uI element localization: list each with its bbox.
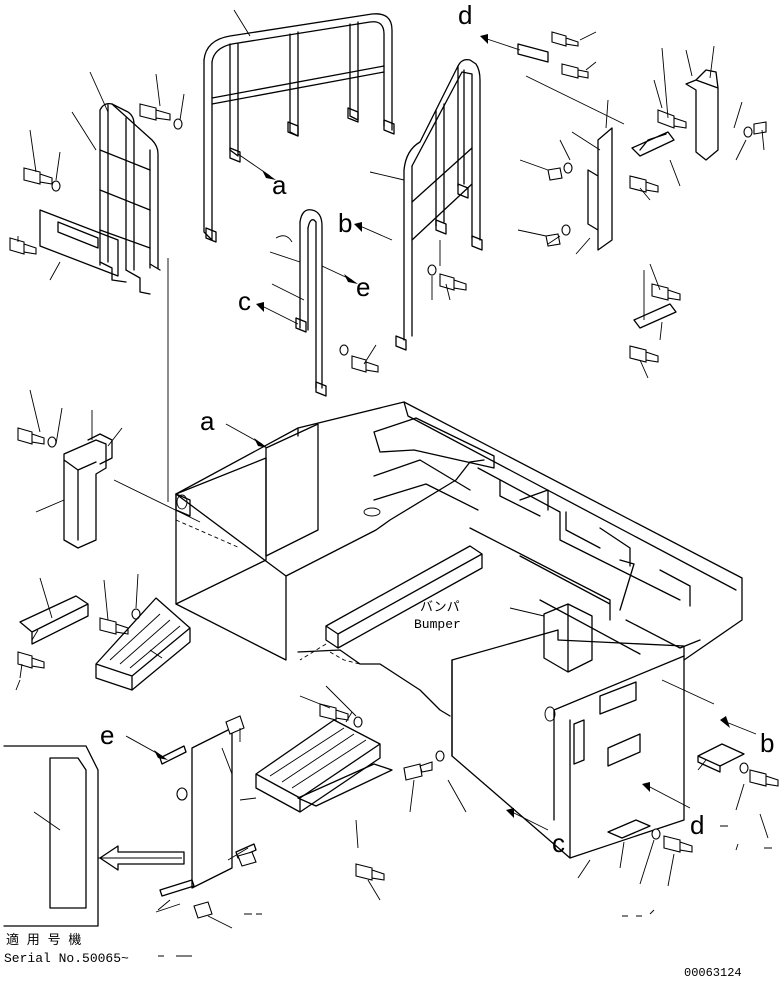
callout-d-bottom: d [690, 810, 704, 840]
arrow-a-top [262, 170, 276, 180]
callout-b-right: b [760, 728, 774, 758]
arrow-b-right [720, 716, 730, 728]
callout-d-top: d [458, 0, 472, 30]
arrow-e-left [154, 750, 168, 760]
callout-a-top: a [272, 170, 287, 200]
center-guard-rail [203, 13, 395, 243]
arrow-d-top [480, 34, 488, 44]
left-rail-cover-plate [39, 209, 119, 277]
right-battery-box [451, 629, 685, 859]
handrail-bolt [339, 344, 379, 373]
left-guard-rail [99, 102, 161, 295]
arrow-b-top [354, 222, 362, 232]
lower-cover-plate [159, 715, 257, 919]
leader-lines [15, 9, 769, 929]
arrow-d-bottom [642, 782, 650, 792]
center-step-bolts [319, 703, 445, 881]
callout-b-top: b [338, 208, 352, 238]
left-step-bolts [17, 427, 141, 669]
callout-c-left: c [238, 286, 251, 316]
center-step [255, 719, 393, 813]
callout-c-bottom: c [552, 828, 565, 858]
arrow-e-top [344, 274, 358, 284]
main-frame [175, 401, 743, 859]
left-rail-bolts [9, 167, 61, 255]
arrow-c-bottom [506, 808, 514, 818]
left-step-bracket [63, 433, 113, 549]
callout-a-mid: a [200, 406, 215, 436]
left-battery-box [175, 457, 267, 605]
arrow-c-left [256, 302, 264, 312]
callout-arrows [125, 34, 757, 831]
callout-e-top: e [356, 272, 370, 302]
bumper-label-en: Bumper [414, 617, 461, 632]
center-step-bracket [543, 603, 593, 673]
right-bracket-assembly [517, 31, 767, 363]
figure-number: 00063124 [684, 966, 742, 980]
bottom-right-pads [607, 743, 779, 853]
serial-number-text: Serial No.50065~ [4, 951, 129, 966]
left-step [19, 595, 191, 691]
small-handrail [275, 209, 327, 397]
serial-heading-jp: 適 用 号 機 [6, 932, 81, 948]
arrow-a-mid [254, 438, 268, 448]
center-rail-bolts [139, 103, 183, 130]
callout-e-left: e [100, 720, 114, 750]
bumper-label-jp: バンパ [420, 600, 460, 615]
serial-detail-panel [3, 745, 185, 927]
rear-bumper [297, 545, 483, 717]
dash-marks [158, 825, 772, 957]
right-guard-rail [395, 58, 483, 351]
